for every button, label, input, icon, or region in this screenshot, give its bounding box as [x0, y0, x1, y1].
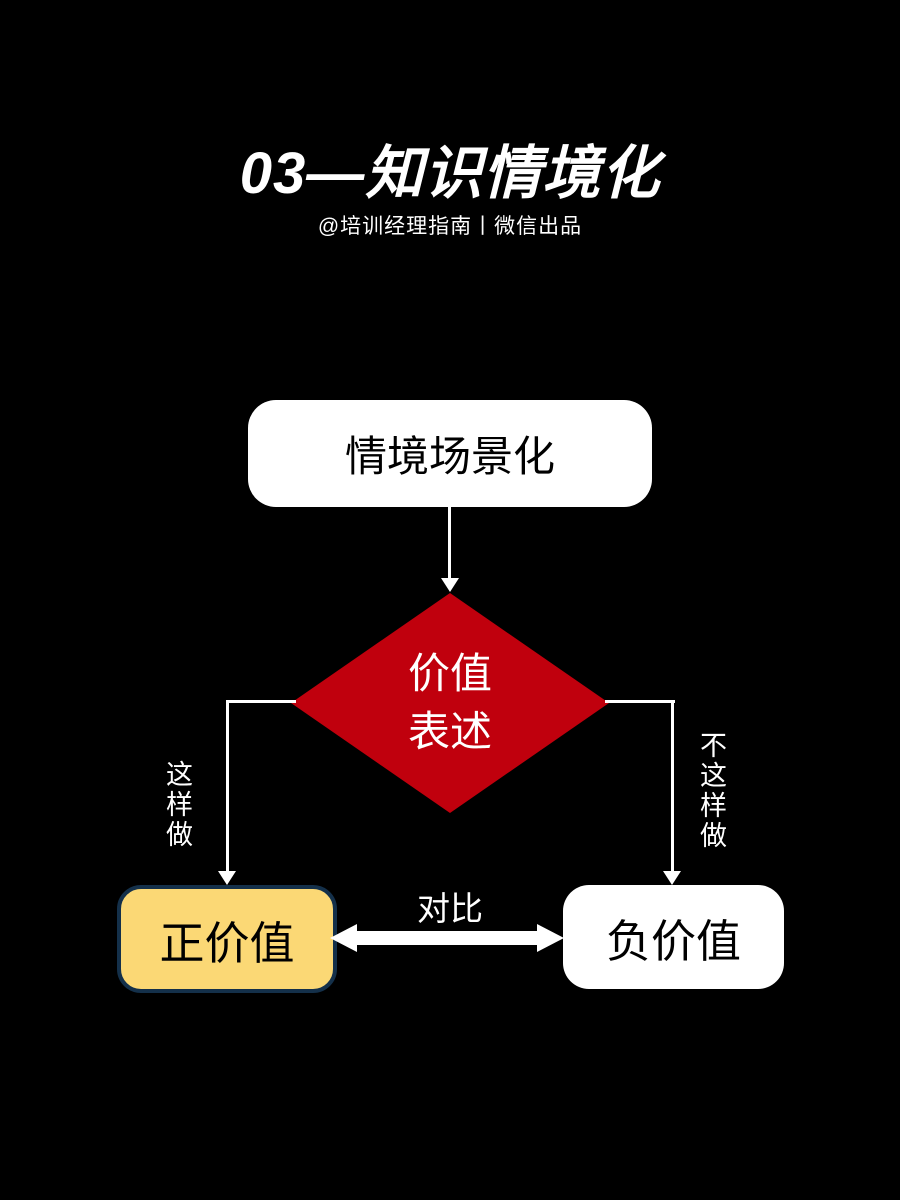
node-negative-value-label: 负价值	[605, 915, 741, 967]
connector-top-to-diamond-line	[448, 507, 451, 579]
right-branch-label: 不这样做	[696, 731, 726, 851]
node-negative-value: 负价值	[563, 885, 784, 989]
connector-left-horizontal-line	[226, 700, 296, 703]
page-title: 03—知识情境化	[239, 141, 661, 206]
diamond-label-line1: 价值	[407, 650, 492, 697]
compare-arrow-shaft	[356, 931, 538, 945]
connector-right-vertical-line	[671, 700, 674, 873]
arrow-down-icon	[663, 871, 681, 885]
connector-left-vertical-line	[226, 700, 229, 873]
connector-right-horizontal-line	[605, 700, 675, 703]
compare-label: 对比	[417, 890, 483, 927]
decision-diamond-value-statement: 价值 表述	[291, 593, 609, 813]
node-positive-value-label: 正价值	[159, 917, 295, 969]
arrow-right-icon	[537, 924, 564, 952]
arrow-left-icon	[330, 924, 357, 952]
node-scenario-box: 情境场景化	[248, 400, 652, 507]
diamond-label-line2: 表述	[407, 708, 492, 755]
arrow-down-icon	[218, 871, 236, 885]
left-branch-label: 这样做	[162, 760, 192, 850]
page-subtitle: @培训经理指南丨微信出品	[317, 215, 583, 238]
node-scenario-label: 情境场景化	[344, 433, 555, 480]
arrow-down-icon	[441, 578, 459, 592]
node-positive-value: 正价值	[117, 885, 337, 993]
